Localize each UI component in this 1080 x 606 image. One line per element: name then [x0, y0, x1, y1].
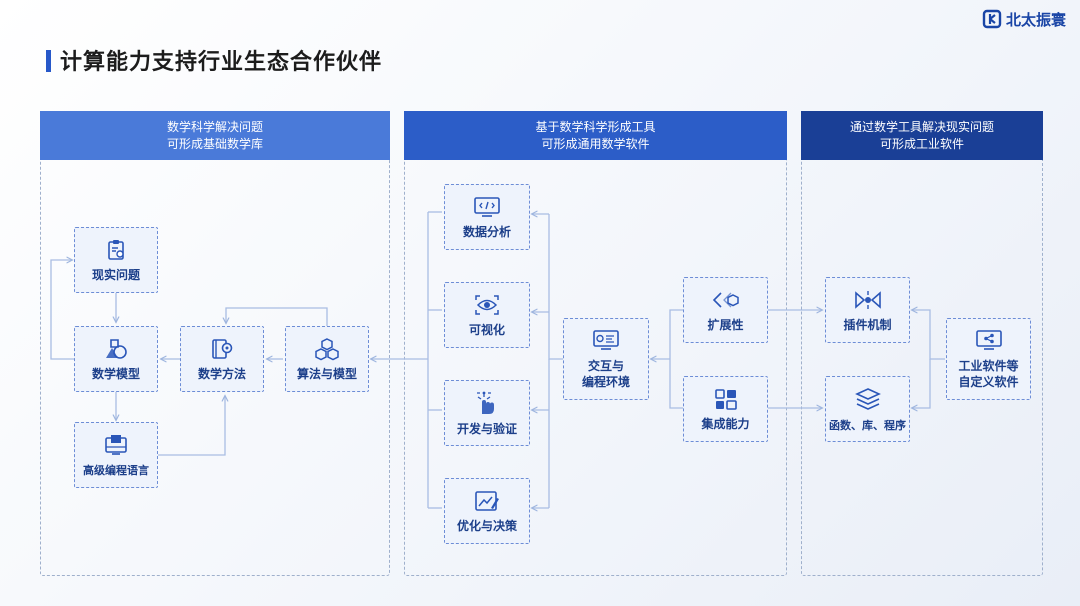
node-label-line1: 工业软件等: [958, 359, 1019, 373]
node-high-level-language: 高级编程语言: [74, 422, 158, 488]
panel-header-math-tools: 基于数学科学形成工具 可形成通用数学软件: [404, 111, 787, 160]
dashboard-monitor-icon: [593, 330, 619, 350]
eye-scan-icon: [475, 294, 499, 315]
logo-mark-icon: [982, 9, 1002, 29]
logo-text: 北太振寰: [1005, 10, 1066, 29]
hand-touch-icon: [477, 391, 494, 414]
node-algorithm-model: 算法与模型: [285, 326, 369, 392]
panel-header-line1: 基于数学科学形成工具: [535, 119, 656, 134]
book-gear-icon: [212, 338, 233, 359]
node-optimize-decide: 优化与决策: [444, 478, 530, 544]
node-label: 高级编程语言: [83, 463, 149, 477]
node-math-model: 数学模型: [74, 326, 158, 392]
node-extensibility: 扩展性: [683, 277, 768, 343]
chart-pen-icon: [475, 490, 499, 511]
node-label: 数学模型: [91, 366, 140, 381]
layers-icon: [854, 387, 881, 410]
node-label: 扩展性: [707, 317, 744, 332]
panel-header-industrial: 通过数学工具解决现实问题 可形成工业软件: [801, 111, 1043, 160]
node-label: 算法与模型: [296, 366, 357, 381]
node-label: 现实问题: [91, 267, 140, 282]
node-label: 数学方法: [197, 366, 246, 381]
plugin-connect-icon: [854, 290, 881, 309]
node-label-line2: 自定义软件: [958, 375, 1019, 389]
node-label: 数据分析: [462, 224, 511, 239]
node-label: 集成能力: [701, 416, 750, 431]
node-real-problem: 现实问题: [74, 227, 158, 293]
code-monitor-icon: [474, 196, 500, 217]
expand-cube-icon: [712, 291, 739, 308]
shapes-icon: [106, 338, 127, 359]
node-label: 插件机制: [843, 317, 892, 332]
node-label-line2: 编程环境: [581, 375, 630, 389]
node-develop-verify: 开发与验证: [444, 380, 530, 446]
title-accent-bar: [46, 50, 51, 72]
node-data-analysis: 数据分析: [444, 184, 530, 250]
node-math-method: 数学方法: [180, 326, 264, 392]
node-interaction-environment: 交互与 编程环境: [563, 318, 649, 400]
grid-apps-icon: [714, 388, 737, 410]
panel-header-line1: 数学科学解决问题: [166, 119, 263, 134]
panel-header-line2: 可形成基础数学库: [166, 136, 263, 151]
node-visualization: 可视化: [444, 282, 530, 348]
node-functions-libraries: 函数、库、程序: [825, 376, 910, 442]
panel-header-line2: 可形成工业软件: [879, 136, 964, 151]
brand-logo: 北太振寰: [982, 8, 1066, 30]
clipboard-icon: [108, 239, 124, 260]
code-book-icon: [105, 434, 127, 455]
node-label: 函数、库、程序: [829, 418, 906, 432]
cubes-icon: [315, 337, 339, 360]
node-label-line1: 交互与: [587, 359, 624, 373]
node-custom-software: 工业软件等 自定义软件: [946, 318, 1031, 400]
panel-header-math-science: 数学科学解决问题 可形成基础数学库: [40, 111, 390, 160]
page-title: 计算能力支持行业生态合作伙伴: [60, 50, 383, 75]
node-integration: 集成能力: [683, 376, 768, 442]
node-label: 优化与决策: [456, 518, 517, 533]
node-plugin-mechanism: 插件机制: [825, 277, 910, 343]
node-label: 工业软件等 自定义软件: [958, 358, 1018, 390]
node-label: 开发与验证: [456, 421, 517, 436]
node-label: 可视化: [468, 322, 505, 337]
share-monitor-icon: [975, 330, 1002, 350]
panel-header-line2: 可形成通用数学软件: [541, 136, 650, 151]
panel-header-line1: 通过数学工具解决现实问题: [849, 119, 994, 134]
node-label: 交互与 编程环境: [582, 358, 630, 390]
